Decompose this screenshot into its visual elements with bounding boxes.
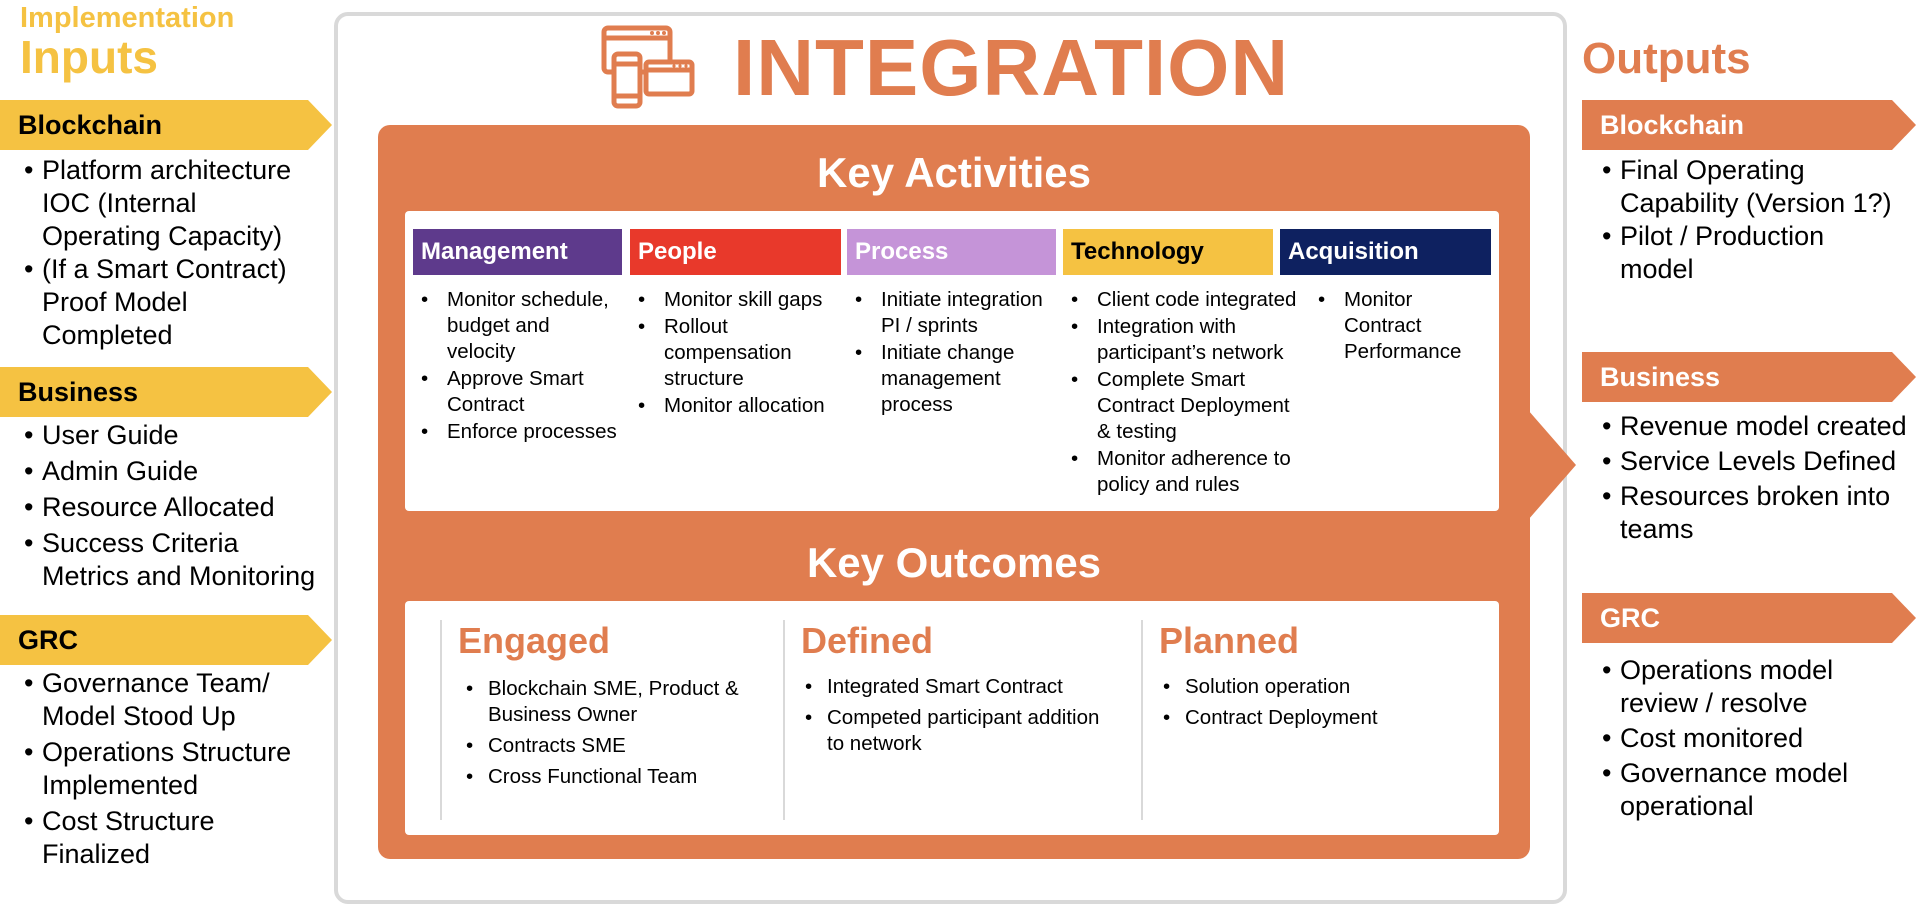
key-activities-heading: Key Activities — [817, 149, 1091, 196]
activity-header-acquisition: Acquisition — [1280, 229, 1491, 275]
list-item: Revenue model created — [1598, 410, 1910, 443]
list-item: Service Levels Defined — [1598, 445, 1910, 478]
list-item: Cross Functional Team — [462, 764, 762, 790]
outcome-title-defined: Defined — [801, 620, 934, 661]
activity-header-process: Process — [847, 229, 1056, 275]
list-item: Complete Smart Contract Deployment & tes… — [1063, 367, 1303, 445]
outputs-title: Outputs — [1582, 34, 1751, 83]
list-item: Operations model review / resolve — [1598, 654, 1898, 720]
output-tab-business: Business — [1582, 352, 1916, 402]
input-tab-blockchain: Blockchain — [0, 100, 332, 150]
output-list-grc: Operations model review / resolve Cost m… — [1598, 654, 1898, 823]
activity-list-technology: Client code integrated Integration with … — [1063, 287, 1303, 499]
list-item: Final Operating Capability (Version 1?) — [1598, 154, 1898, 220]
list-item: Integration with participant’s network — [1063, 314, 1303, 366]
list-item: Blockchain SME, Product & Business Owner — [462, 676, 762, 728]
input-list-grc: Governance Team/ Model Stood Up Operatio… — [20, 667, 320, 871]
input-list-business: User Guide Admin Guide Resource Allocate… — [20, 419, 332, 593]
list-item: Solution operation — [1159, 674, 1459, 700]
devices-icon — [600, 24, 696, 117]
activity-header-technology: Technology — [1063, 229, 1273, 275]
input-list-blockchain: Platform architecture IOC (Internal Oper… — [20, 154, 320, 352]
page-title: INTEGRATION — [733, 23, 1290, 112]
outcome-title-planned: Planned — [1159, 620, 1300, 661]
list-item: Cost monitored — [1598, 722, 1898, 755]
key-outcomes-heading: Key Outcomes — [806, 539, 1102, 586]
list-item: User Guide — [20, 419, 332, 452]
list-item: Contract Deployment — [1159, 705, 1459, 731]
activity-list-management: Monitor schedule, budget and velocity Ap… — [413, 287, 622, 446]
list-item: Operations Structure Implemented — [20, 736, 320, 802]
list-item: Success Criteria Metrics and Monitoring — [20, 527, 332, 593]
list-item: Approve Smart Contract — [413, 366, 622, 418]
list-item: Rollout compensation structure — [630, 314, 835, 392]
list-item: Admin Guide — [20, 455, 332, 488]
outcome-column-defined: Defined Integrated Smart Contract Compet… — [783, 620, 1123, 820]
outcome-list-planned: Solution operation Contract Deployment — [1159, 674, 1459, 736]
list-item: Monitor adherence to policy and rules — [1063, 446, 1303, 498]
key-activities-panel: Management Monitor schedule, budget and … — [405, 211, 1499, 511]
list-item: Resources broken into teams — [1598, 480, 1910, 546]
activity-list-people: Monitor skill gaps Rollout compensation … — [630, 287, 835, 420]
list-item: Initiate change management process — [847, 340, 1052, 418]
output-tab-grc: GRC — [1582, 593, 1916, 643]
activity-list-process: Initiate integration PI / sprints Initia… — [847, 287, 1052, 419]
list-item: Platform architecture IOC (Internal Oper… — [20, 154, 320, 253]
list-item: Cost Structure Finalized — [20, 805, 320, 871]
inputs-column: Implementation Inputs Blockchain Platfor… — [0, 0, 332, 912]
list-item: Monitor skill gaps — [630, 287, 835, 313]
list-item: Pilot / Production model — [1598, 220, 1898, 286]
list-item: Governance model operational — [1598, 757, 1898, 823]
outcome-column-engaged: Engaged Blockchain SME, Product & Busine… — [440, 620, 770, 820]
output-list-blockchain: Final Operating Capability (Version 1?) … — [1598, 154, 1898, 286]
outcome-list-defined: Integrated Smart Contract Competed parti… — [801, 674, 1101, 762]
list-item: Initiate integration PI / sprints — [847, 287, 1052, 339]
list-item: Monitor allocation — [630, 393, 835, 419]
outcome-list-engaged: Blockchain SME, Product & Business Owner… — [462, 676, 762, 795]
inputs-title: Inputs — [20, 31, 158, 83]
output-list-business: Revenue model created Service Levels Def… — [1598, 410, 1910, 546]
activity-list-acquisition: Monitor Contract Performance — [1310, 287, 1490, 366]
activity-header-management: Management — [413, 229, 622, 275]
outcome-column-planned: Planned Solution operation Contract Depl… — [1141, 620, 1481, 820]
list-item: Resource Allocated — [20, 491, 332, 524]
list-item: Integrated Smart Contract — [801, 674, 1101, 700]
list-item: Governance Team/ Model Stood Up — [20, 667, 320, 733]
list-item: (If a Smart Contract) Proof Model Comple… — [20, 253, 320, 352]
input-tab-business: Business — [0, 367, 332, 417]
activity-header-people: People — [630, 229, 841, 275]
list-item: Competed participant addition to network — [801, 705, 1101, 757]
list-item: Enforce processes — [413, 419, 622, 445]
outcome-title-engaged: Engaged — [458, 620, 611, 661]
list-item: Monitor schedule, budget and velocity — [413, 287, 622, 365]
implementation-label: Implementation — [20, 2, 235, 34]
list-item: Client code integrated — [1063, 287, 1303, 313]
input-tab-grc: GRC — [0, 615, 332, 665]
list-item: Contracts SME — [462, 733, 762, 759]
output-tab-blockchain: Blockchain — [1582, 100, 1916, 150]
list-item: Monitor Contract Performance — [1310, 287, 1490, 365]
